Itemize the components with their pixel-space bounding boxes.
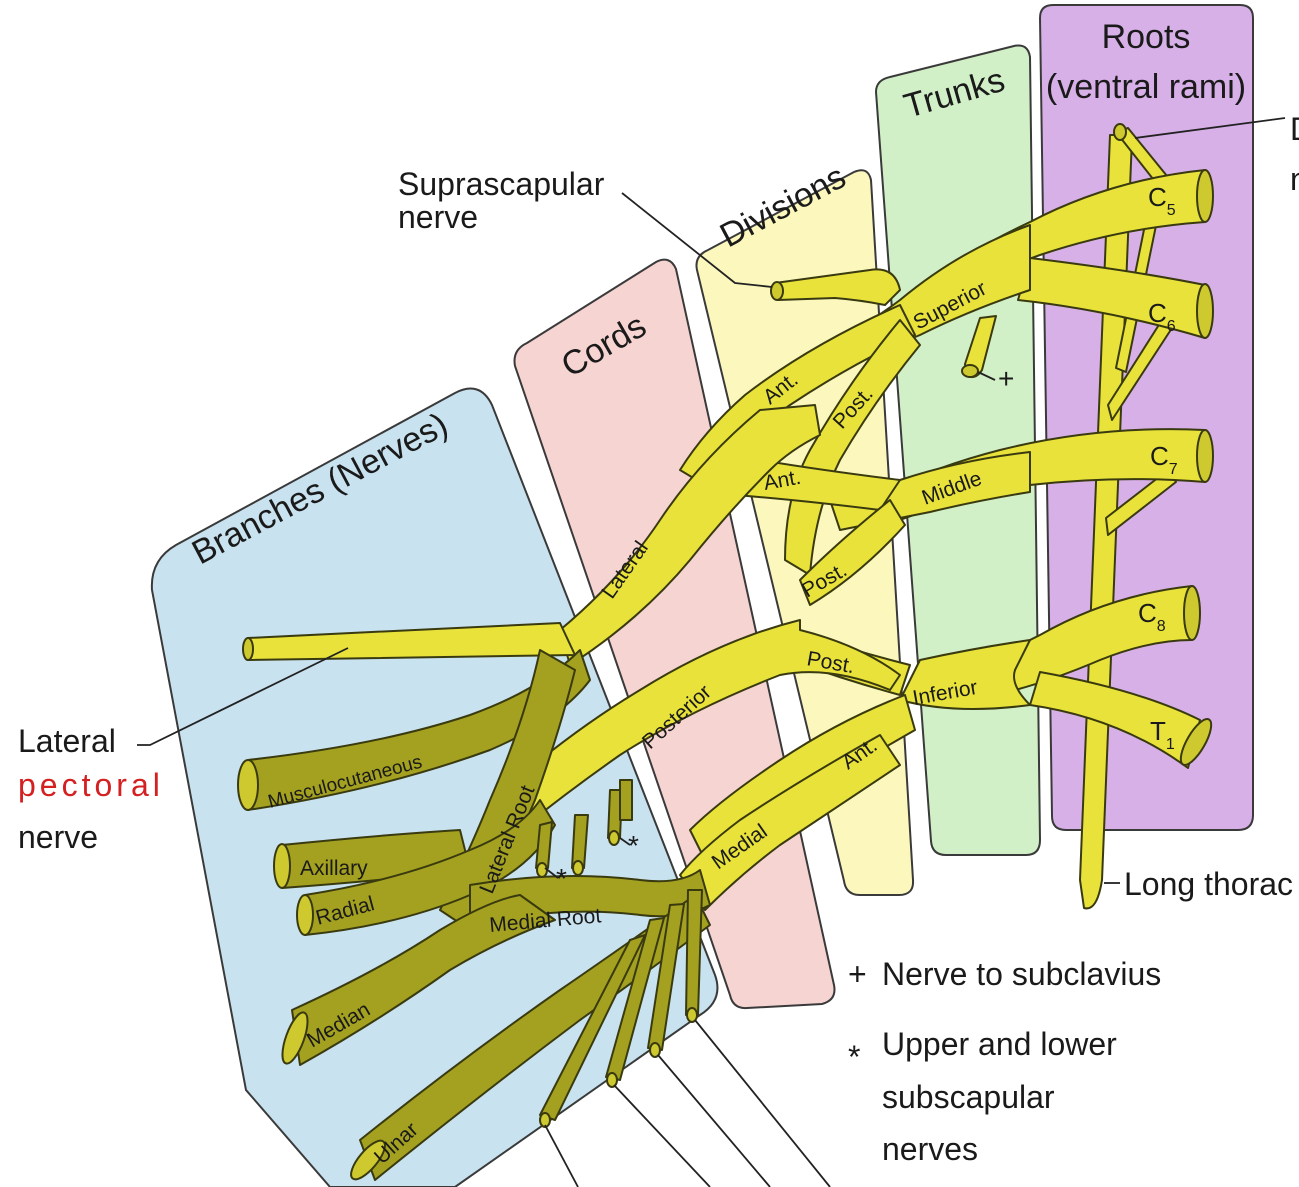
roots-title: Roots [1102,18,1191,56]
upper-subscapular-stub-1-end [573,861,583,875]
legend-plus-symbol: + [848,956,867,992]
upper-subscapular-stub-2-end [609,831,619,845]
suprascapular-label-line1: Suprascapular [398,166,605,202]
long-thoracic-label: Long thorac [1124,866,1293,902]
plus-marker: + [998,363,1014,394]
medial-branch-2-end [607,1073,617,1087]
radial-cut-end [297,895,313,935]
legend-star-line3: nerves [882,1131,978,1167]
medial-branch-1-leader [545,1125,578,1187]
medial-branch-4-leader [695,1020,830,1187]
root-c5-end [1197,170,1213,222]
roots-subtitle: (ventral rami) [1046,68,1246,106]
dorsal-scapular-cut-end [1114,124,1126,140]
lower-subscapular-stub-end [537,863,547,877]
axillary-cut-end [274,844,290,888]
root-c8-end [1184,586,1200,640]
medial-branch-3-leader [658,1055,770,1187]
star-marker-2: * [628,830,639,861]
upper-subscapular-stub-3 [620,780,632,820]
suprascapular-label-line2: nerve [398,199,478,235]
legend-star-line1: Upper and lower [882,1026,1117,1062]
nerve-to-subclavius-end [962,365,978,377]
upper-subscapular-stub-1 [572,815,588,868]
medial-branch-4 [686,890,702,1015]
root-c6-end [1197,284,1213,338]
legend-star-symbol: * [848,1039,860,1075]
branch-label-axillary: Axillary [300,857,368,880]
dorsal-scapular-label-line1: D [1290,111,1299,147]
lateral-pectoral-label-line3: nerve [18,819,98,855]
medial-branch-1-end [540,1113,550,1127]
dorsal-scapular-label-line2: n [1290,161,1299,197]
suprascapular-cut-end [771,282,783,300]
root-c7-end [1197,430,1213,482]
star-marker-1: * [556,863,567,894]
lateral-pectoral-cut-end [243,638,253,660]
lateral-pectoral-label-line1: Lateral [18,723,116,759]
lateral-pectoral-label-line2: pectoral [18,767,164,803]
legend-plus-text: Nerve to subclavius [882,956,1161,992]
musculocutaneous-cut-end [238,760,258,810]
legend-star-line2: subscapular [882,1079,1055,1115]
